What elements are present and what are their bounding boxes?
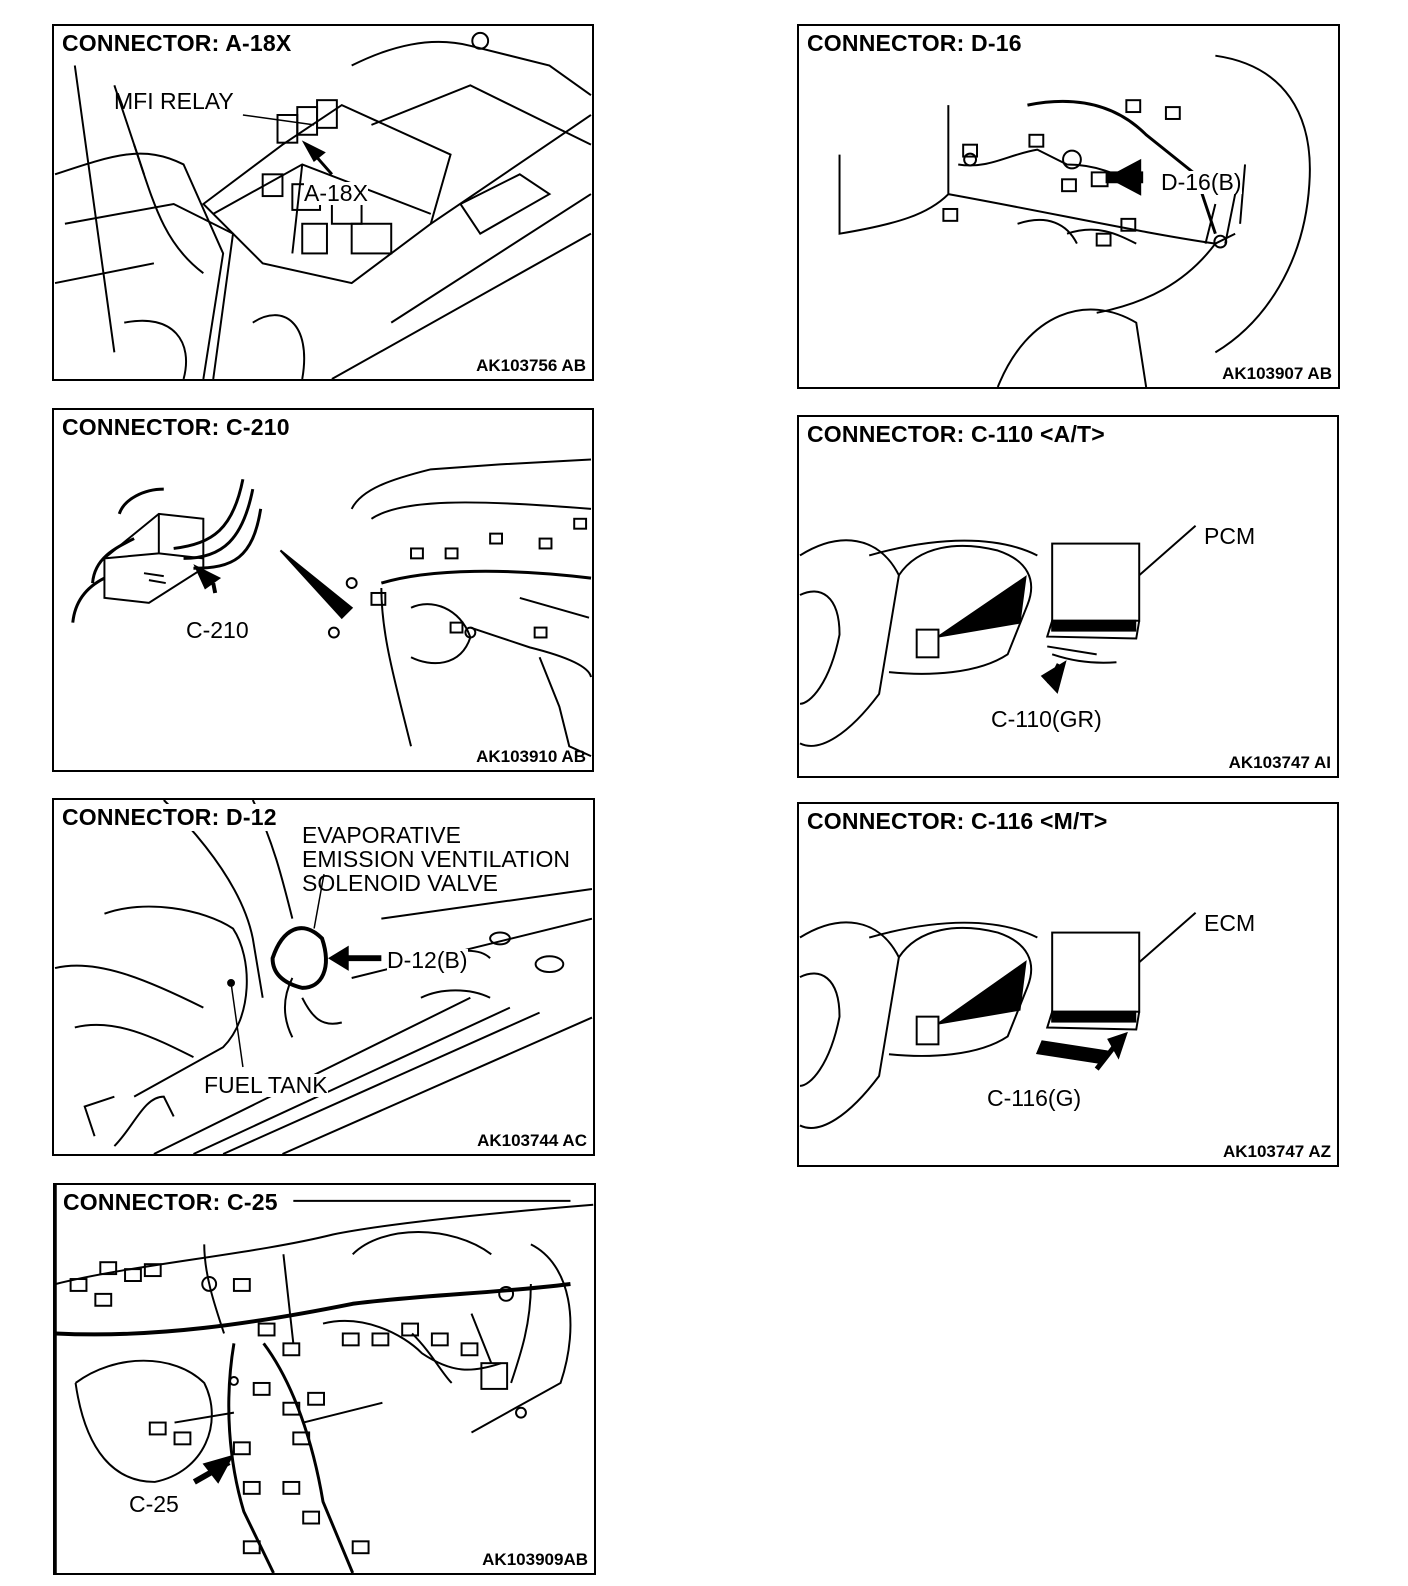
figure-id: AK103907 AB bbox=[1222, 364, 1332, 383]
vehicle-harness-illustration bbox=[838, 54, 1311, 387]
panel-title: CONNECTOR: C-116 <M/T> bbox=[807, 808, 1114, 835]
panel-title: CONNECTOR: C-110 <A/T> bbox=[807, 421, 1111, 448]
panel-title: CONNECTOR: D-12 bbox=[62, 804, 283, 831]
valve-label-line3: SOLENOID VALVE bbox=[302, 870, 498, 896]
connector-label: D-16(B) bbox=[1161, 169, 1242, 195]
connector-label: C-25 bbox=[129, 1491, 179, 1517]
figure-id: AK103909AB bbox=[482, 1550, 588, 1569]
instrument-panel-harness-illustration bbox=[55, 1185, 594, 1573]
valve-label-line1: EVAPORATIVE bbox=[302, 822, 461, 848]
pcm-label: PCM bbox=[1204, 523, 1256, 549]
panel-connector-c210: CONNECTOR: C-210 C-210 AK103910 AB bbox=[52, 408, 594, 772]
figure-id: AK103747 AZ bbox=[1222, 1142, 1331, 1161]
panel-connector-c25: CONNECTOR: C-25 C-25 AK103909AB bbox=[53, 1183, 596, 1575]
ecm-module-illustration bbox=[799, 912, 1197, 1129]
panel-title: CONNECTOR: C-210 bbox=[62, 414, 296, 441]
pcm-module-illustration bbox=[799, 525, 1197, 747]
dashboard-connector-illustration bbox=[71, 458, 592, 758]
figure-id: AK103756 AB bbox=[476, 356, 586, 375]
connector-label: C-116(G) bbox=[987, 1085, 1082, 1111]
panel-title: CONNECTOR: A-18X bbox=[62, 30, 298, 57]
figure-id: AK103744 AC bbox=[477, 1131, 587, 1150]
connector-label: A-18X bbox=[304, 180, 368, 206]
engine-bay-relay-illustration bbox=[54, 31, 592, 379]
ecm-label: ECM bbox=[1204, 910, 1256, 936]
figure-id: AK103910 AB bbox=[476, 747, 586, 766]
panel-connector-d16: CONNECTOR: D-16 D-16(B) AK103907 AB bbox=[797, 24, 1340, 389]
panel-connector-d12: CONNECTOR: D-12 EVAPORATIVE EMISSION VEN… bbox=[52, 798, 595, 1156]
fuel-tank-label: FUEL TANK bbox=[204, 1072, 328, 1098]
connector-label: D-12(B) bbox=[387, 947, 468, 973]
panel-title: CONNECTOR: D-16 bbox=[807, 30, 1028, 57]
figure-id: AK103747 AI bbox=[1228, 753, 1331, 772]
panel-connector-c110: CONNECTOR: C-110 <A/T> PCM C-110(GR) AK1… bbox=[797, 415, 1339, 778]
valve-label-line2: EMISSION VENTILATION bbox=[302, 846, 570, 872]
mfi-relay-label: MFI RELAY bbox=[114, 88, 234, 114]
panel-connector-a18x: CONNECTOR: A-18X MFI RELAY A-18X AK10375… bbox=[52, 24, 594, 381]
panel-title: CONNECTOR: C-25 bbox=[63, 1189, 284, 1216]
connector-label: C-210 bbox=[186, 617, 249, 643]
panel-connector-c116: CONNECTOR: C-116 <M/T> ECM C-116(G) AK10… bbox=[797, 802, 1339, 1167]
connector-label: C-110(GR) bbox=[991, 706, 1102, 732]
